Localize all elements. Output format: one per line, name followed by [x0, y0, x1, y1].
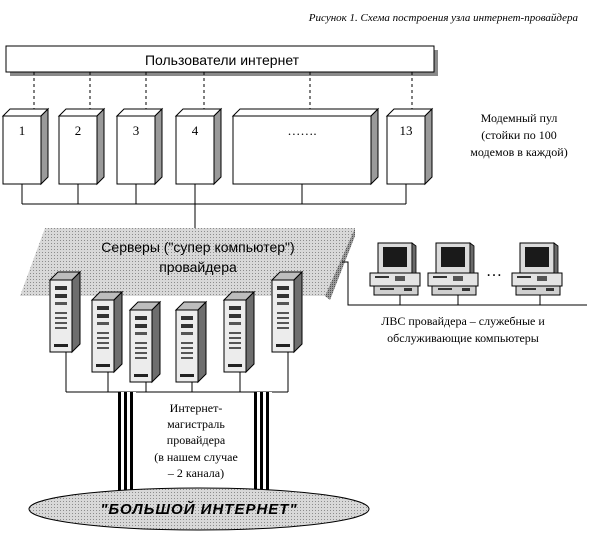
rack-number: 2 [75, 123, 82, 138]
modem-rack-2: 2 [57, 107, 106, 186]
server-bus [65, 352, 289, 393]
backbone-label: Интернет- магистраль провайдера (в нашем… [154, 401, 238, 480]
backbone-channel-2 [254, 392, 272, 504]
rack-bus [21, 184, 407, 228]
modem-pool-label: Модемный пул (стойки по 100 модемов в ка… [470, 111, 567, 159]
server-tower-5 [223, 291, 255, 373]
rack-number: 4 [192, 123, 199, 138]
server-tower-3 [129, 301, 161, 383]
modem-rack-range: ……. [231, 107, 380, 186]
servers-slab: Серверы ("супер компьютер") провайдера [20, 228, 355, 300]
servers-label-1: Серверы ("супер компьютер") [101, 239, 294, 255]
server-tower-4 [175, 301, 207, 383]
users-box-label: Пользователи интернет [145, 52, 300, 68]
rack-number: 1 [19, 123, 26, 138]
svg-text:обслуживающие компьютеры: обслуживающие компьютеры [387, 331, 539, 345]
modem-rack-13: 13 [385, 107, 434, 186]
modem-rack-3: 3 [115, 107, 164, 186]
lan-computer-1 [369, 242, 421, 296]
svg-text:(стойки по 100: (стойки по 100 [481, 128, 557, 142]
server-tower-6 [271, 271, 303, 353]
svg-text:– 2 канала): – 2 канала) [167, 466, 224, 480]
rack-ellipsis: ……. [287, 123, 316, 138]
server-tower-1 [49, 271, 81, 353]
svg-text:модемов в каждой): модемов в каждой) [470, 145, 567, 159]
rack-number: 13 [400, 123, 413, 138]
lan-computer-2 [427, 242, 479, 296]
svg-text:провайдера: провайдера [167, 433, 226, 447]
servers-label-2: провайдера [159, 259, 237, 275]
lan-ellipsis: … [486, 263, 502, 280]
modem-rack-1: 1 [1, 107, 50, 186]
rack-number: 3 [133, 123, 140, 138]
server-tower-2 [91, 291, 123, 373]
svg-text:(в нашем случае: (в нашем случае [154, 450, 238, 464]
svg-text:ЛВС провайдера – служебные и: ЛВС провайдера – служебные и [381, 314, 545, 328]
svg-text:магистраль: магистраль [167, 417, 225, 431]
svg-text:Интернет-: Интернет- [170, 401, 223, 415]
backbone-channel-1 [118, 392, 136, 504]
users-box: Пользователи интернет [5, 45, 438, 76]
figure-caption: Рисунок 1. Схема построения узла интерне… [308, 12, 579, 24]
big-internet-label: "БОЛЬШОЙ ИНТЕРНЕТ" [100, 500, 297, 518]
big-internet: "БОЛЬШОЙ ИНТЕРНЕТ" [28, 487, 370, 531]
modem-rack-4: 4 [174, 107, 223, 186]
svg-text:Модемный пул: Модемный пул [481, 111, 558, 125]
lan-label: ЛВС провайдера – служебные и обслуживающ… [381, 314, 545, 345]
lan-computer-3 [511, 242, 563, 296]
